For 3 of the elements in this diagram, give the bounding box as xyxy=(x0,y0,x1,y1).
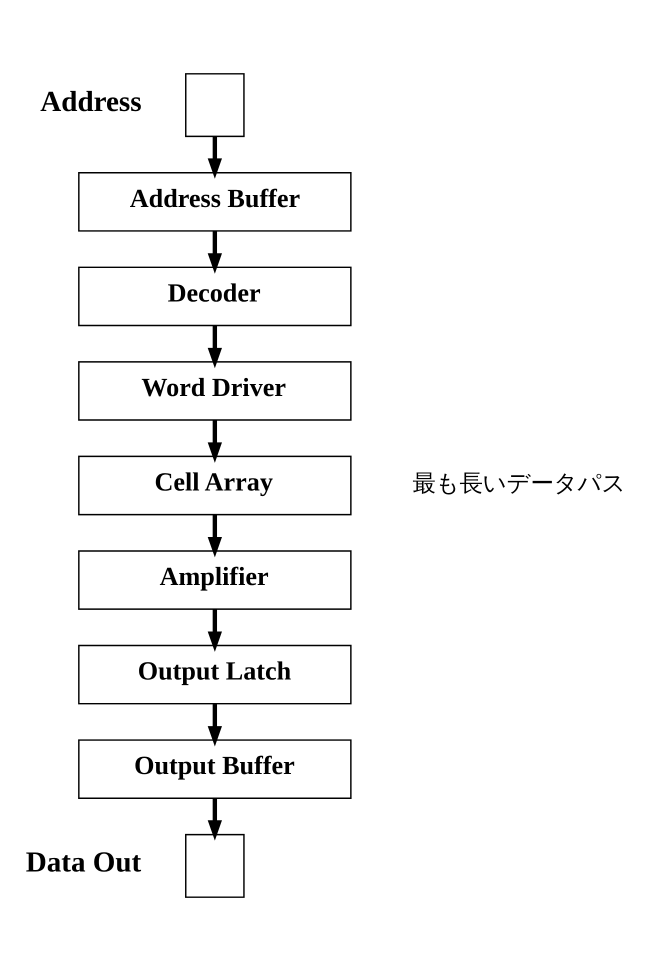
node-label: Data Out xyxy=(26,846,142,879)
label: 最も長いデータパス xyxy=(412,470,626,498)
node-label: Address xyxy=(40,86,142,118)
